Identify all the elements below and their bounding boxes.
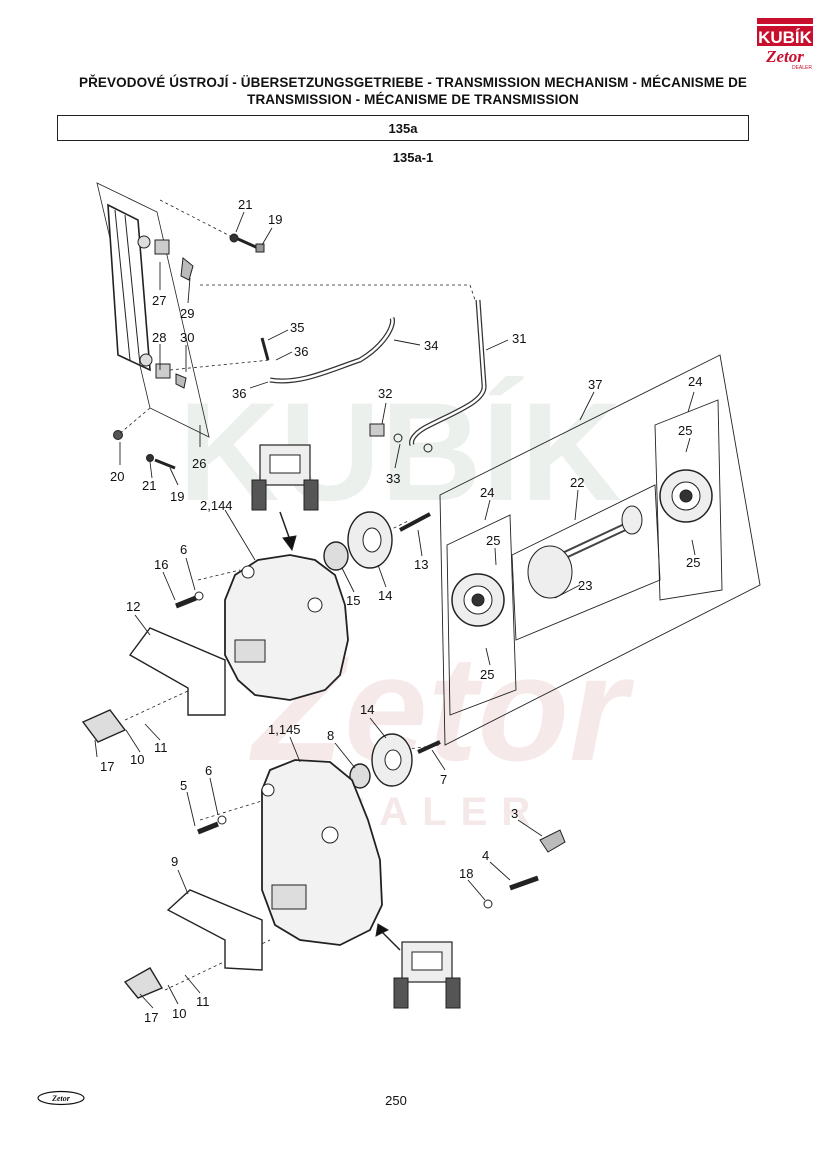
callout-14-upper: 14 bbox=[378, 588, 392, 603]
hose-34 bbox=[269, 317, 395, 384]
zetor-footer-logo: Zetor bbox=[37, 1090, 85, 1106]
section-number: 135a bbox=[388, 120, 418, 136]
callout-14-lower: 14 bbox=[360, 702, 374, 717]
oil-cooler-assembly bbox=[96, 182, 210, 438]
flange-14-lower bbox=[371, 733, 413, 787]
callout-29: 29 bbox=[180, 306, 194, 321]
guard-9 bbox=[166, 889, 263, 971]
footer-logo-text: Zetor bbox=[51, 1094, 71, 1103]
gearbox-housing-1-145 bbox=[261, 759, 383, 946]
callout-7: 7 bbox=[440, 772, 447, 787]
flexible-coupling-24-left bbox=[451, 573, 505, 627]
bolts-16-5-washers-6 bbox=[175, 591, 227, 835]
guard-12 bbox=[128, 627, 226, 716]
callout-17-lower: 17 bbox=[144, 1010, 158, 1025]
callout-1-145: 1,145 bbox=[268, 722, 301, 737]
callout-25-right-top: 25 bbox=[678, 423, 692, 438]
callout-17-upper: 17 bbox=[100, 759, 114, 774]
bearing-8 bbox=[349, 763, 371, 789]
callout-16: 16 bbox=[154, 557, 168, 572]
hose-31 bbox=[409, 299, 487, 446]
callout-22: 22 bbox=[570, 475, 584, 490]
callout-3: 3 bbox=[511, 806, 518, 821]
section-box: 135a bbox=[57, 115, 749, 141]
callout-5: 5 bbox=[180, 778, 187, 793]
callout-21-bottom: 21 bbox=[142, 478, 156, 493]
coupling-frame-37 bbox=[439, 354, 761, 746]
callout-20: 20 bbox=[110, 469, 124, 484]
kubik-zetor-logo: KUBÍK Zetor DEALER bbox=[756, 16, 814, 72]
page-title: PŘEVODOVÉ ÚSTROJÍ - ÜBERSETZUNGSGETRIEBE… bbox=[40, 74, 786, 108]
callout-26: 26 bbox=[192, 456, 206, 471]
callout-10-upper: 10 bbox=[130, 752, 144, 767]
callout-24-right: 24 bbox=[688, 374, 702, 389]
callout-25-left-bottom: 25 bbox=[480, 667, 494, 682]
callout-33: 33 bbox=[386, 471, 400, 486]
shaft-cover-17-upper bbox=[81, 709, 127, 743]
callout-28: 28 bbox=[152, 330, 166, 345]
page-number: 250 bbox=[385, 1093, 407, 1108]
tractor-icon-lower bbox=[393, 941, 461, 1009]
tractor-icon-upper bbox=[251, 444, 319, 511]
callout-35: 35 bbox=[290, 320, 304, 335]
arrow-lower bbox=[375, 923, 401, 951]
shaft-cover-17-lower bbox=[123, 967, 164, 999]
callout-6-upper: 6 bbox=[180, 542, 187, 557]
callout-9: 9 bbox=[171, 854, 178, 869]
callout-21-top: 21 bbox=[238, 197, 252, 212]
callout-13: 13 bbox=[414, 557, 428, 572]
callout-leaders bbox=[94, 211, 696, 1009]
arrow-upper bbox=[279, 511, 297, 552]
callout-36-lower: 36 bbox=[232, 386, 246, 401]
gearbox-housing-2-144 bbox=[224, 554, 349, 701]
callout-25-left-top: 25 bbox=[486, 533, 500, 548]
callout-32: 32 bbox=[378, 386, 392, 401]
callout-12: 12 bbox=[126, 599, 140, 614]
callout-34: 34 bbox=[424, 338, 438, 353]
callout-11-upper: 11 bbox=[154, 740, 168, 755]
pipe-clip-35 bbox=[260, 337, 270, 361]
bearing-15 bbox=[323, 541, 349, 571]
callout-8: 8 bbox=[327, 728, 334, 743]
title-line-2: TRANSMISSION - MÉCANISME DE TRANSMISSION bbox=[247, 92, 579, 107]
bolt-7 bbox=[417, 740, 441, 754]
subsection-number: 135a-1 bbox=[392, 150, 434, 165]
callout-37: 37 bbox=[588, 377, 602, 392]
title-line-1: PŘEVODOVÉ ÚSTROJÍ - ÜBERSETZUNGSGETRIEBE… bbox=[78, 75, 748, 90]
bolt-20-21-19-bottom bbox=[113, 430, 176, 470]
bolt-21-19-top bbox=[229, 233, 265, 253]
callout-25-right-bottom: 25 bbox=[686, 555, 700, 570]
drive-shaft-22 bbox=[527, 505, 643, 599]
callout-4: 4 bbox=[482, 848, 489, 863]
callout-24-left: 24 bbox=[480, 485, 494, 500]
flange-14-upper bbox=[347, 511, 393, 569]
callout-labels: 21 19 27 29 28 30 35 36 36 34 31 32 33 3… bbox=[100, 197, 702, 1025]
fitting-32-33 bbox=[369, 423, 433, 453]
bolt-13 bbox=[399, 512, 431, 532]
logo-dealer-text: DEALER bbox=[792, 65, 812, 71]
callout-2-144: 2,144 bbox=[200, 498, 233, 513]
callout-6-lower: 6 bbox=[205, 763, 212, 778]
callout-31: 31 bbox=[512, 331, 526, 346]
callout-30: 30 bbox=[180, 330, 194, 345]
sensor-3-4-18 bbox=[483, 829, 566, 909]
callout-36-upper: 36 bbox=[294, 344, 308, 359]
callout-18: 18 bbox=[459, 866, 473, 881]
callout-27: 27 bbox=[152, 293, 166, 308]
callout-10-lower: 10 bbox=[172, 1006, 186, 1021]
logo-zetor-text: Zetor bbox=[765, 47, 804, 66]
logo-text: KUBÍK bbox=[758, 28, 813, 47]
flexible-coupling-24-right bbox=[659, 469, 713, 523]
callout-15: 15 bbox=[346, 593, 360, 608]
callout-19-bottom: 19 bbox=[170, 489, 184, 504]
callout-23: 23 bbox=[578, 578, 592, 593]
callout-11-lower: 11 bbox=[196, 994, 210, 1009]
callout-19-top: 19 bbox=[268, 212, 282, 227]
